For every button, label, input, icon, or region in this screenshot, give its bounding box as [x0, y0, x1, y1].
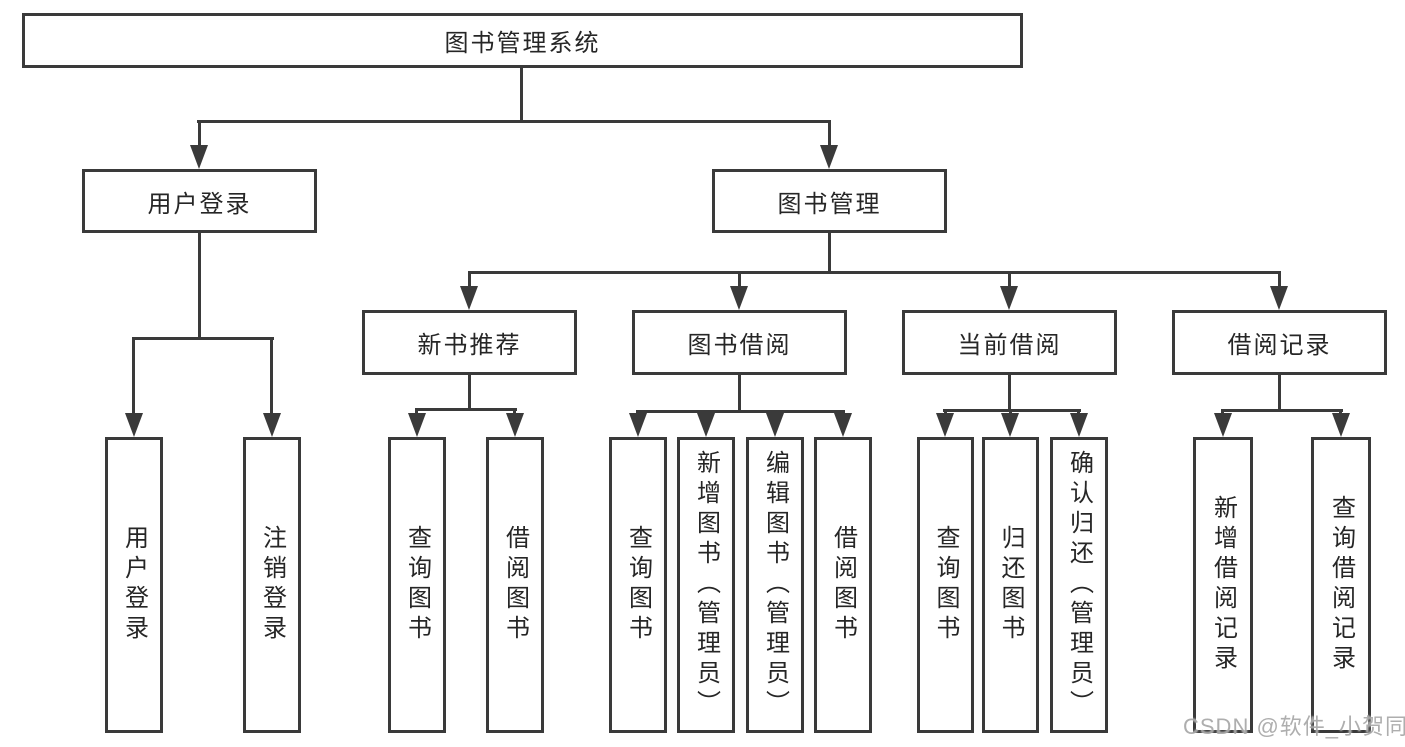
leaf-records-add-record-label: 新增借阅记录	[1209, 495, 1237, 675]
connector-user-login-stem	[198, 233, 201, 337]
connector-leaf-stem	[1339, 409, 1342, 414]
connector-root-rail	[197, 120, 831, 123]
node-book-management-label: 图书管理	[777, 190, 882, 218]
leaf-recommend-search-books: 查询图书	[388, 437, 446, 733]
arrow-down-icon	[1270, 286, 1288, 310]
node-user-login-label: 用户登录	[147, 190, 252, 218]
leaf-borrowing-edit-books-admin-label: 编辑图书（管理员）	[761, 450, 789, 720]
arrow-down-icon	[460, 286, 478, 310]
arrow-down-icon	[125, 413, 143, 437]
connector-to-user-login	[198, 120, 201, 146]
arrow-down-icon	[1000, 286, 1018, 310]
connector-leaf-stem	[636, 410, 639, 414]
connector-leaf-stem	[1221, 409, 1224, 414]
arrow-down-icon	[190, 145, 208, 169]
node-book-borrowing-label: 图书借阅	[687, 332, 792, 359]
connector-user-login-rail	[133, 337, 274, 340]
leaf-current-search-books-label: 查询图书	[932, 525, 959, 645]
leaf-borrowing-add-books-admin-label: 新增图书（管理员）	[692, 450, 720, 720]
leaf-logout-label: 注销登录	[258, 525, 286, 645]
connector-leaf-stem	[944, 409, 947, 414]
leaf-logout: 注销登录	[243, 437, 301, 733]
connector-borrowing-records-stem	[1278, 375, 1281, 409]
arrow-down-icon	[730, 286, 748, 310]
leaf-current-confirm-return-admin: 确认归还（管理员）	[1050, 437, 1108, 733]
node-current-borrowing-label: 当前借阅	[957, 332, 1062, 359]
connector-borrowing-records-rail	[1221, 409, 1343, 412]
node-book-borrowing: 图书借阅	[632, 310, 847, 375]
node-user-login: 用户登录	[82, 169, 317, 233]
connector-new-book-stem	[468, 375, 471, 408]
node-root-label: 图书管理系统	[444, 30, 601, 57]
connector-to-new-book	[468, 271, 471, 287]
arrow-down-icon	[820, 145, 838, 169]
connector-leaf-stem	[415, 408, 418, 414]
leaf-borrowing-edit-books-admin: 编辑图书（管理员）	[746, 437, 804, 733]
connector-root-stem	[520, 68, 523, 120]
leaf-borrowing-borrow-books: 借阅图书	[814, 437, 872, 733]
connector-book-management-stem	[828, 233, 831, 271]
connector-to-book-borrowing	[738, 271, 741, 287]
leaf-records-add-record: 新增借阅记录	[1193, 437, 1253, 733]
connector-to-current-borrowing	[1008, 271, 1011, 287]
leaf-recommend-search-books-label: 查询图书	[403, 525, 431, 645]
arrow-down-icon	[629, 413, 647, 437]
arrow-down-icon	[506, 413, 524, 437]
connector-to-leaf-logout	[270, 337, 273, 413]
arrow-down-icon	[697, 413, 715, 437]
arrow-down-icon	[1001, 413, 1019, 437]
connector-leaf-stem	[704, 410, 707, 414]
node-new-book-recommendation: 新书推荐	[362, 310, 577, 375]
arrow-down-icon	[1332, 413, 1350, 437]
leaf-recommend-borrow-books-label: 借阅图书	[501, 525, 529, 645]
connector-leaf-stem	[1077, 409, 1080, 414]
leaf-user-login-label: 用户登录	[120, 525, 148, 645]
connector-book-borrowing-stem	[738, 375, 741, 410]
connector-to-leaf-user-login	[132, 337, 135, 413]
node-new-book-recommendation-label: 新书推荐	[417, 332, 522, 359]
connector-leaf-stem	[513, 408, 516, 414]
arrow-down-icon	[936, 413, 954, 437]
arrow-down-icon	[834, 413, 852, 437]
arrow-down-icon	[1070, 413, 1088, 437]
arrow-down-icon	[408, 413, 426, 437]
leaf-current-search-books: 查询图书	[917, 437, 974, 733]
node-borrowing-records-label: 借阅记录	[1227, 332, 1332, 359]
connector-current-borrowing-rail	[943, 409, 1081, 412]
leaf-user-login: 用户登录	[105, 437, 163, 733]
connector-new-book-rail	[415, 408, 517, 411]
leaf-records-search-record-label: 查询借阅记录	[1327, 495, 1355, 675]
leaf-records-search-record: 查询借阅记录	[1311, 437, 1371, 733]
connector-to-borrowing-records	[1278, 271, 1281, 287]
connector-current-borrowing-stem	[1008, 375, 1011, 409]
connector-book-management-rail	[468, 271, 1281, 274]
leaf-current-confirm-return-admin-label: 确认归还（管理员）	[1065, 450, 1093, 720]
arrow-down-icon	[1214, 413, 1232, 437]
leaf-current-return-books: 归还图书	[982, 437, 1039, 733]
csdn-watermark: CSDN @软件_小贺同学	[1183, 714, 1405, 739]
leaf-borrowing-search-books-label: 查询图书	[624, 525, 652, 645]
connector-to-book-management	[828, 120, 831, 146]
connector-leaf-stem	[773, 410, 776, 414]
connector-book-borrowing-rail	[636, 410, 845, 413]
node-borrowing-records: 借阅记录	[1172, 310, 1387, 375]
connector-leaf-stem	[841, 410, 844, 414]
leaf-recommend-borrow-books: 借阅图书	[486, 437, 544, 733]
leaf-borrowing-add-books-admin: 新增图书（管理员）	[677, 437, 735, 733]
node-root: 图书管理系统	[22, 13, 1023, 68]
arrow-down-icon	[263, 413, 281, 437]
node-current-borrowing: 当前借阅	[902, 310, 1117, 375]
arrow-down-icon	[766, 413, 784, 437]
leaf-borrowing-borrow-books-label: 借阅图书	[829, 525, 857, 645]
leaf-current-return-books-label: 归还图书	[997, 525, 1024, 645]
connector-leaf-stem	[1009, 409, 1012, 414]
leaf-borrowing-search-books: 查询图书	[609, 437, 667, 733]
node-book-management: 图书管理	[712, 169, 947, 233]
